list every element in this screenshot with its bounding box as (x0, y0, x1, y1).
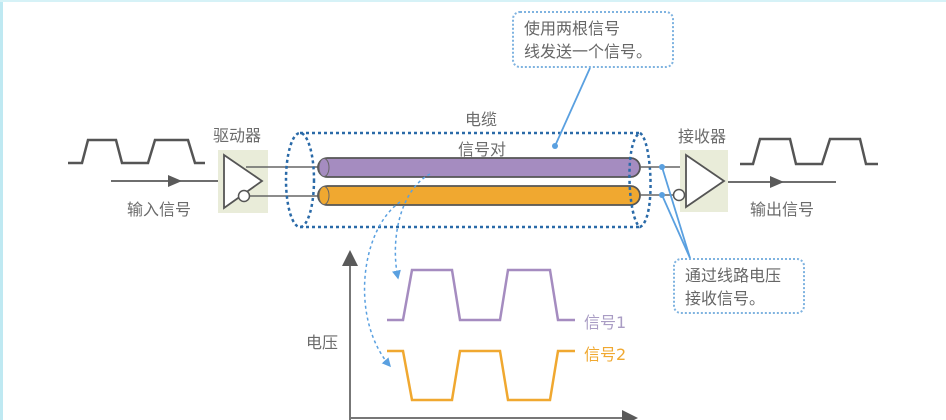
callout-top-leader (554, 67, 591, 147)
signal2-label: 信号2 (584, 345, 627, 364)
output-waveform (740, 137, 878, 166)
callout-bottom-line-1: 通过线路电压 (685, 266, 782, 285)
output-arrowhead-icon (770, 176, 784, 188)
signal1-label: 信号1 (584, 313, 627, 332)
driver-label: 驱动器 (213, 126, 262, 145)
callout-top-line-1: 使用两根信号 (524, 19, 621, 38)
callout-two-wires: 使用两根信号 线发送一个信号。 (512, 11, 674, 68)
receiver-inverter-bubble (672, 188, 686, 202)
input-arrowhead-icon (168, 175, 182, 187)
callout-top-line-2: 线发送一个信号。 (524, 42, 653, 61)
top-border (0, 0, 946, 2)
signal1-waveform (387, 268, 575, 322)
signal2-pointer-arrow (363, 201, 401, 368)
cable-label: 电缆 (465, 110, 498, 129)
left-border (0, 0, 3, 420)
callout-bottom-leader-2 (661, 194, 691, 259)
signal-wire-1 (317, 157, 641, 178)
input-waveform (68, 138, 205, 165)
receiver-label: 接收器 (678, 127, 727, 146)
signal2-waveform (387, 349, 575, 402)
callout-bottom-line-2: 接收信号。 (685, 289, 766, 308)
voltage-label: 电压 (306, 333, 339, 352)
output-signal-label: 输出信号 (750, 200, 815, 219)
callout-receive-voltage: 通过线路电压 接收信号。 (673, 258, 805, 314)
cable-right-end (628, 131, 652, 229)
cable-left-end (284, 131, 316, 229)
callout-bottom-leader-1 (661, 166, 691, 259)
signal-wire-2 (317, 185, 641, 206)
driver-inverter-bubble (237, 189, 251, 203)
receiver-triangle-icon (685, 153, 726, 209)
signal-pair-label: 信号对 (458, 140, 507, 159)
input-signal-label: 输入信号 (127, 200, 192, 219)
signal1-pointer-arrow (392, 173, 431, 280)
